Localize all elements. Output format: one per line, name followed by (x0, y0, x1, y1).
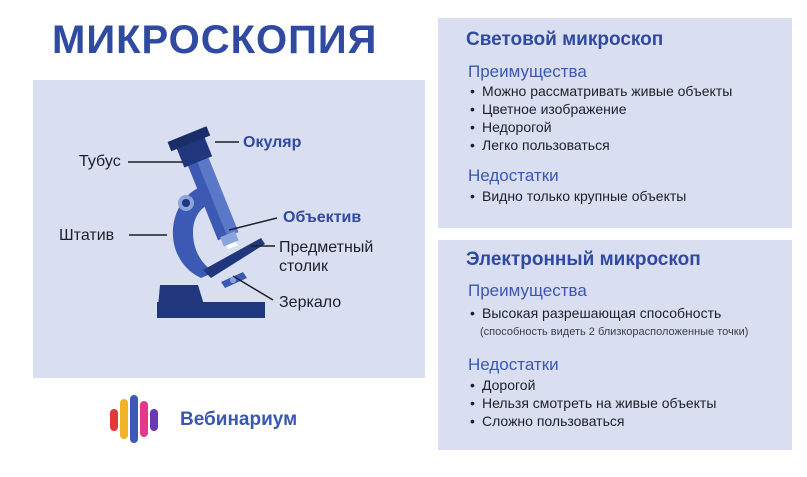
light-cons-header: Недостатки (468, 166, 559, 185)
callout-objective (228, 217, 278, 231)
list-item: Сложно пользоваться (468, 412, 716, 430)
stage (203, 238, 265, 278)
list-item: Легко пользоваться (468, 136, 732, 154)
label-stand: Штатив (59, 227, 115, 244)
label-stage: Предметный столик (279, 239, 374, 275)
list-item: Высокая разрешающая способность (468, 304, 721, 322)
brand-logo: Вебинариум (108, 395, 338, 443)
callout-mirror (232, 275, 274, 301)
tube-highlight (196, 155, 239, 237)
label-ocular: Окуляр (243, 134, 302, 151)
list-item: Недорогой (468, 118, 732, 136)
light-microscope-card: Световой микроскоп Преимущества Можно ра… (438, 18, 792, 228)
label-tube: Тубус (79, 153, 121, 170)
light-pros-header: Преимущества (468, 62, 587, 81)
list-item: Нельзя смотреть на живые объекты (468, 394, 716, 412)
electron-cons-header: Недостатки (468, 355, 559, 374)
brand-name: Вебинариум (180, 409, 298, 430)
list-item: Цветное изображение (468, 100, 732, 118)
ocular-top (167, 126, 211, 152)
objective-lens (220, 231, 239, 247)
electron-pros-list: Высокая разрешающая способность (468, 304, 721, 322)
list-item: Видно только крупные объекты (468, 187, 686, 205)
page-title: МИКРОСКОПИЯ (52, 18, 378, 62)
light-pros-list: Можно рассматривать живые объекты Цветно… (468, 82, 732, 154)
electron-pros-note: (способность видеть 2 близкорасположенны… (480, 326, 749, 338)
list-item: Дорогой (468, 376, 716, 394)
microscope-diagram-panel: Окуляр Тубус Объектив Штатив Предметный … (33, 80, 425, 378)
microscope-illustration (128, 126, 278, 318)
electron-cons-list: Дорогой Нельзя смотреть на живые объекты… (468, 376, 716, 430)
label-mirror: Зеркало (279, 294, 342, 311)
microscope-foot (157, 302, 265, 318)
electron-pros-header: Преимущества (468, 281, 587, 300)
electron-microscope-card: Электронный микроскоп Преимущества Высок… (438, 240, 792, 450)
electron-microscope-title: Электронный микроскоп (466, 249, 701, 270)
brand-icon (110, 395, 158, 443)
list-item: Можно рассматривать живые объекты (468, 82, 732, 100)
light-microscope-title: Световой микроскоп (466, 29, 664, 50)
light-cons-list: Видно только крупные объекты (468, 187, 686, 205)
label-objective: Объектив (283, 209, 362, 226)
